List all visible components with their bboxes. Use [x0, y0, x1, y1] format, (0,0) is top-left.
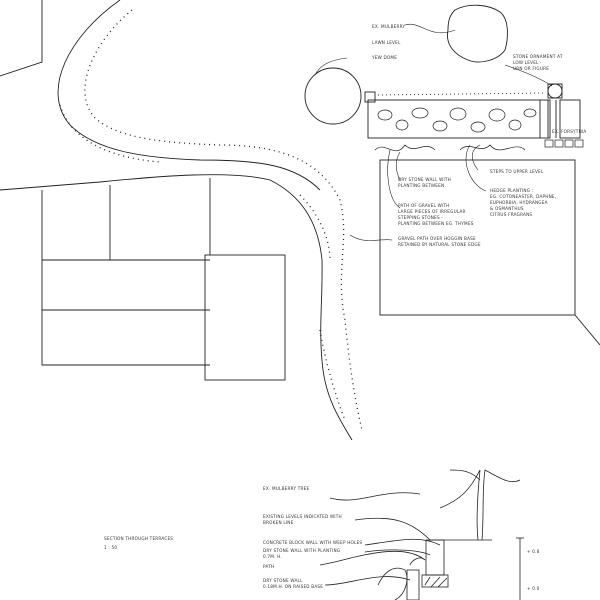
yew-dome: [304, 67, 362, 125]
ornament-base: [364, 91, 376, 103]
label-concrete-wall: Concrete block wall with weep holes: [263, 540, 363, 545]
section-scale: 1 : 50: [104, 545, 118, 550]
stepping-stones: [377, 107, 537, 133]
section-tree: [439, 469, 521, 541]
label-dry-stone-wall: Dry stone wall with planting between: [398, 177, 452, 188]
path-outer-dots: [84, 9, 363, 431]
section-drawing: [319, 469, 524, 600]
label-forsythia: Ex. Forsythia: [552, 129, 587, 134]
section-title: Section through terraces: [104, 536, 174, 541]
label-dry-stone-wall-2: Dry stone wall 0.18m.h. on raised base: [263, 578, 324, 589]
building-outline: [41, 190, 210, 366]
label-hedge-planting: Hedge planting : eg. Cotoneaster, Daphne…: [490, 188, 557, 217]
label-section-dry-stone-wall: Dry stone wall with planting 0.7m. h.: [263, 548, 341, 559]
label-yew-dome: Yew dome: [372, 55, 398, 60]
label-existing-levels: Existing levels indicated with broken li…: [263, 514, 342, 525]
stone-wall: [367, 99, 551, 139]
steps: [559, 99, 581, 139]
terrace-area: [379, 159, 576, 316]
label-mulberry: Ex. Mulberry: [372, 24, 406, 29]
mulberry-tree: [447, 4, 508, 63]
leader-lines: [314, 23, 553, 241]
path-inner-edge: [0, 174, 353, 441]
label-path: Path: [263, 564, 275, 569]
label-section-mulberry: Ex. mulberry tree: [263, 486, 310, 491]
label-gravel-path-edged: Gravel path over hoggin base retained by…: [398, 236, 481, 247]
label-steps: Steps to upper level: [490, 169, 544, 174]
building-block: [204, 254, 286, 381]
path-outer-edge: [57, 0, 321, 191]
building-corner: [0, 0, 43, 77]
label-gravel-path: Path of gravel with large pieces of irre…: [398, 203, 474, 226]
label-lawn-level: Lawn level: [372, 40, 401, 45]
path-dots-2: [59, 104, 346, 421]
level-mark-upper: + 0.8: [527, 549, 540, 554]
level-mark-lower: + 0.0: [527, 586, 540, 591]
label-stone-ornament: Stone ornament at low level - urn or fig…: [513, 54, 563, 71]
